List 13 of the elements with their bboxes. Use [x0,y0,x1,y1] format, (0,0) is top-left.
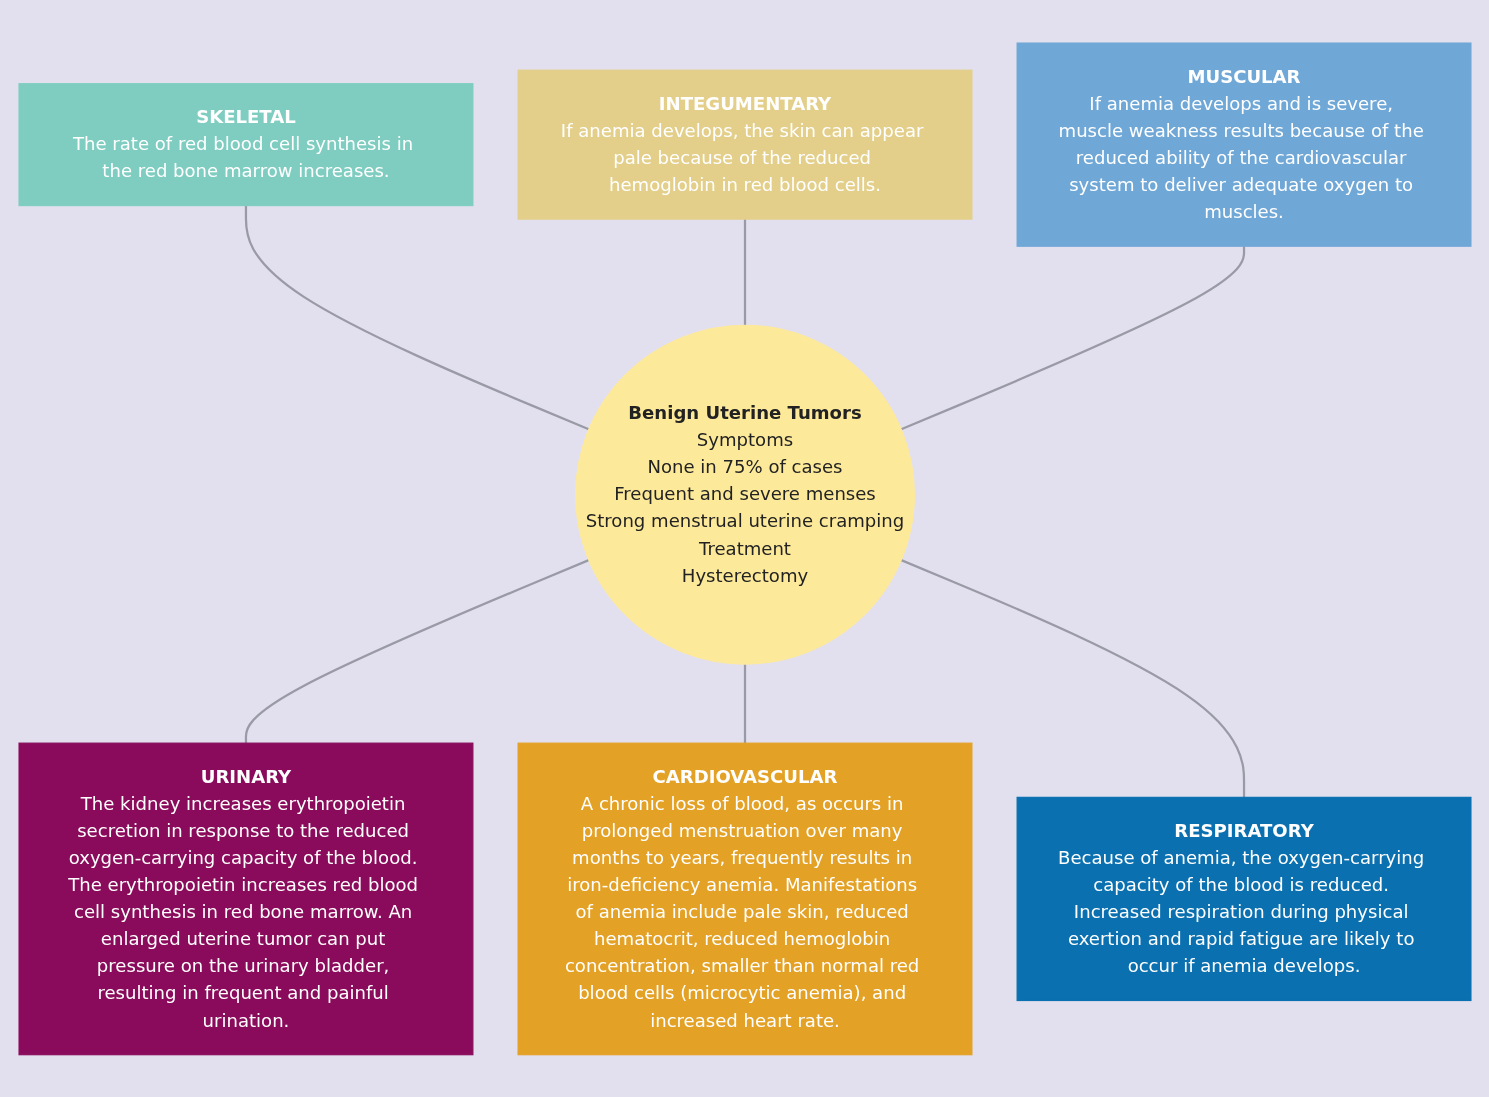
connector [900,245,1245,430]
node-box: URINARY The kidney increases erythropoietin secretion in response to the reduced oxygen-carrying capacity of the blood. The erythropoietin increases red blood cell synthesis in red bone marrow. An enlarged uterine tumor can put pressure on the urinary bladder, resulting in frequent and painful urination. [17,742,473,1055]
node-box: CARDIOVASCULAR A chronic loss of blood, as occurs in prolonged menstruation over many months to years, frequently results in iron-deficiency anemia. Manifestations of anemia include pale skin, reduced hematocrit, reduced hemoglobin concentration, smaller than normal red blood cells (microcytic anemia), and increased heart rate. [517,742,972,1055]
connector [244,205,589,430]
node-box: MUSCULAR If anemia develops and is severe, muscle weakness results because of the reduced ability of the cardiovascular system to deliver adequate oxygen to muscles. [1016,42,1472,247]
connector [244,558,589,743]
node-box: SKELETAL The rate of red blood cell synthesis in the red bone marrow increases. [17,82,473,206]
connector [900,558,1245,797]
node-box: INTEGUMENTARY If anemia develops, the skin can appear pale because of the reduced hemoglobin in red blood cells. [517,69,972,220]
connector [743,663,746,743]
connector [743,218,746,325]
node-box: RESPIRATORY Because of anemia, the oxygen-carrying capacity of the blood is reduced. Increased respiration during physical exertion and rapid fatigue are likely to occur if anemia develops. [1016,796,1472,1001]
node-circle: Benign Uterine Tumors Symptoms None in 75% of cases Frequent and severe menses Strong menstrual uterine cramping Treatment Hysterectomy [574,324,915,665]
